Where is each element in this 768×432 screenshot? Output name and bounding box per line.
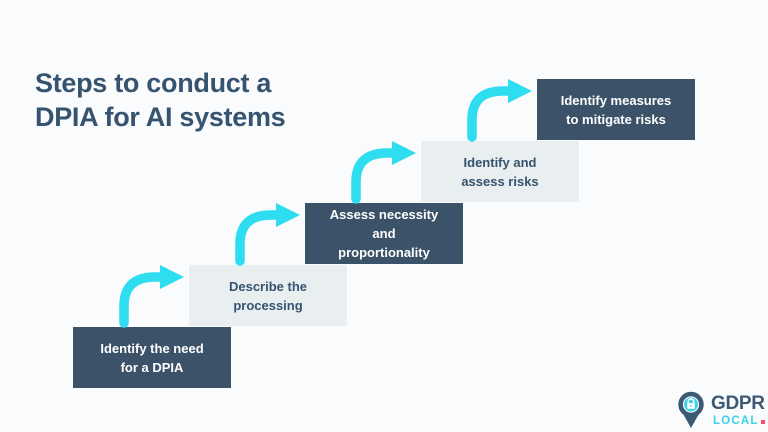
logo-sub-text: LOCAL [713,415,759,427]
gdpr-local-logo: GDPR LOCAL [676,390,765,430]
step-box-4: Identify and assess risks [421,141,579,202]
step-label-4: Identify and assess risks [461,154,539,189]
step-label-3: Assess necessity and proportionality [329,207,439,260]
padlock-icon [687,398,695,409]
step-box-3: Assess necessity and proportionality [305,203,463,264]
map-pin-icon [678,391,704,428]
step-label-1: Identify the need for a DPIA [100,340,204,375]
curved-arrow-icon [119,265,184,328]
step-label-2: Describe the processing [228,278,308,313]
step-label-5: Identify measures to mitigate risks [560,92,672,127]
logo-pink-dot [760,420,765,424]
curved-arrow-icon [235,203,300,266]
page-title: Steps to conduct a DPIA for AI systems [35,68,286,132]
logo-brand-text: GDPR [711,393,765,414]
step-box-1: Identify the need for a DPIA [73,327,231,388]
step-box-5: Identify measures to mitigate risks [537,79,695,140]
step-box-2: Describe the processing [189,265,347,326]
curved-arrow-icon [467,79,532,142]
curved-arrow-icon [351,141,416,204]
